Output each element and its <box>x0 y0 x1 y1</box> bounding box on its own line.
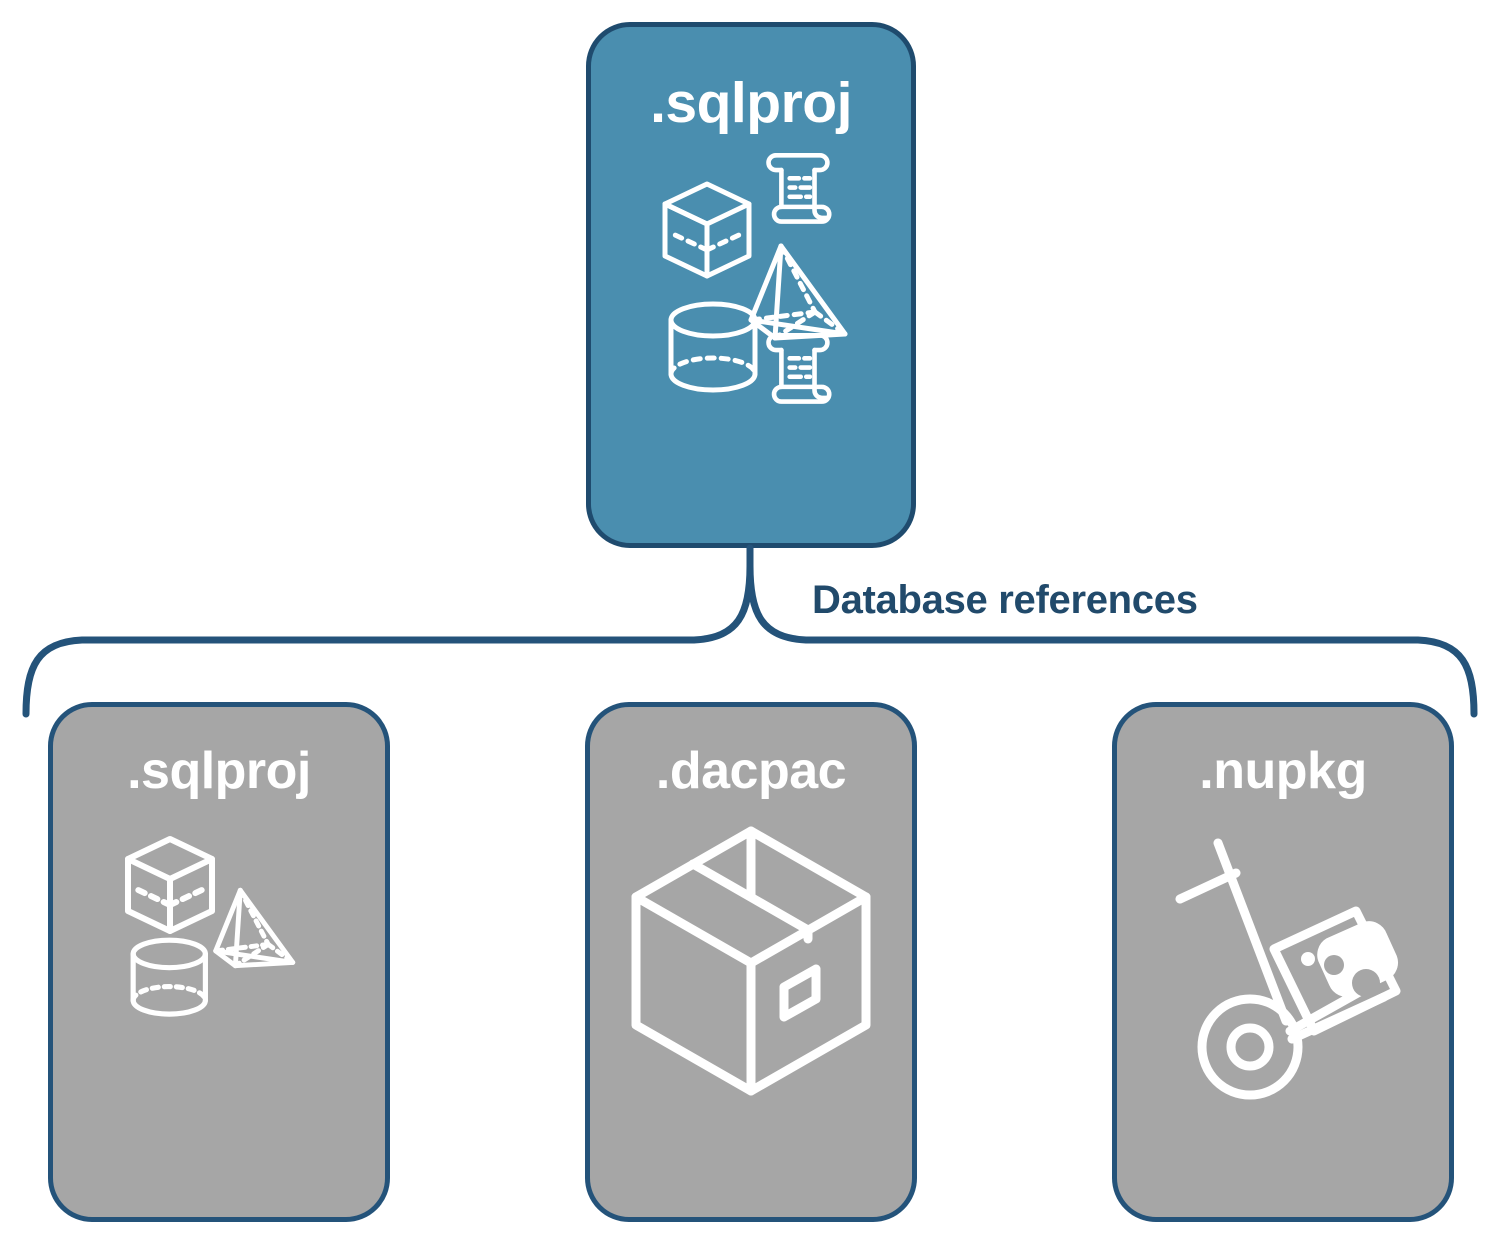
node-nupkg-title: .nupkg <box>1199 742 1367 800</box>
pyramid-wireframe-icon <box>748 243 848 341</box>
brace-right-arm <box>746 562 1478 718</box>
brace-left-arm <box>22 562 754 718</box>
node-reference-sqlproj[interactable]: .sqlproj <box>48 702 390 1222</box>
node-reference-nupkg[interactable]: .nupkg <box>1112 702 1454 1222</box>
cylinder-wireframe-icon <box>130 937 208 1017</box>
root-icon-group <box>651 146 851 416</box>
node-root-title: .sqlproj <box>650 71 852 135</box>
cylinder-wireframe-icon <box>668 301 758 393</box>
node-sqlproj-root[interactable]: .sqlproj <box>586 22 916 548</box>
node-reference-dacpac[interactable]: .dacpac <box>585 702 917 1222</box>
nupkg-icon-group <box>1158 825 1408 1105</box>
brace-connector <box>0 540 1500 740</box>
hand-truck-package-icon <box>1175 838 1401 1100</box>
node-dacpac-title: .dacpac <box>655 742 847 800</box>
pyramid-wireframe-icon <box>213 887 296 969</box>
brace-label: Database references <box>812 578 1198 622</box>
sqlproj-icon-group <box>114 835 324 1035</box>
package-box-icon <box>631 826 871 1096</box>
dacpac-icon-group <box>626 821 876 1101</box>
cube-wireframe-icon <box>125 836 215 934</box>
script-scroll-icon <box>766 333 832 404</box>
script-scroll-icon <box>766 153 832 224</box>
cube-wireframe-icon <box>662 181 752 279</box>
node-sqlproj-title: .sqlproj <box>127 742 311 800</box>
